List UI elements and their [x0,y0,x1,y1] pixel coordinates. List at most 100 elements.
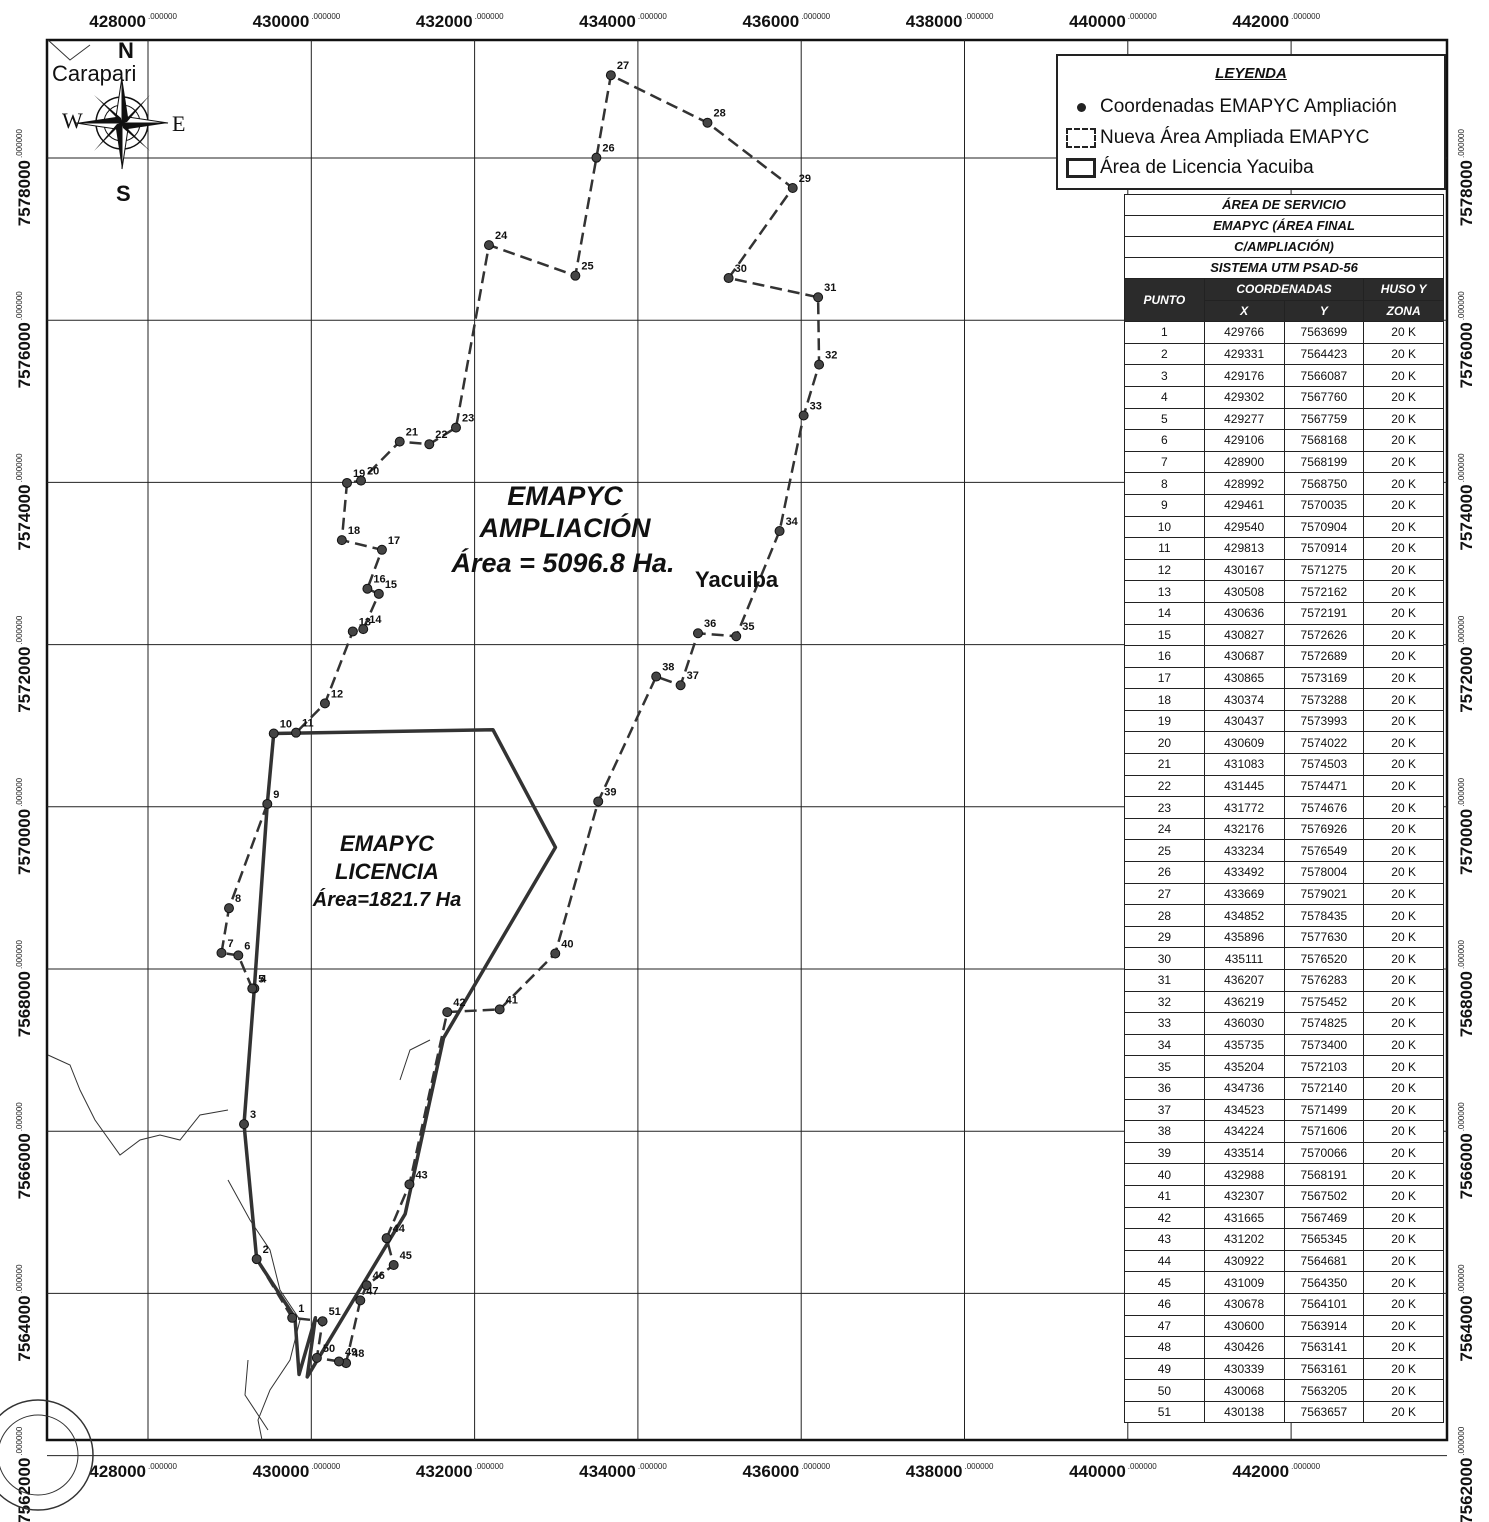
y-axis-suffix: .000000 [15,615,24,644]
cell-zona: 20 K [1363,774,1444,798]
coordinate-point [216,947,227,958]
coordinate-point [483,240,494,251]
cell-zona: 20 K [1363,1271,1444,1294]
coordinate-point [731,631,742,642]
cell-zona: 20 K [1363,493,1444,517]
y-axis-suffix: .000000 [1457,1264,1466,1293]
y-axis-suffix: .000000 [15,940,24,969]
x-axis-suffix: .000000 [801,1462,830,1471]
cell-x: 430827 [1203,623,1285,647]
y-axis-label-group: 7572000.000000 [1457,615,1476,713]
cell-y: 7574825 [1283,1012,1365,1035]
x-axis-label: 434000 [579,1462,636,1481]
coordinate-point [347,626,358,637]
point-label: 39 [604,786,616,798]
cell-y: 7563161 [1283,1357,1365,1381]
cell-x: 432307 [1203,1184,1285,1208]
x-axis-label: 438000 [906,12,963,31]
point-label: 34 [786,516,799,528]
cell-y: 7568199 [1283,450,1365,474]
cell-x: 431009 [1203,1271,1285,1294]
coordinate-point [233,950,244,961]
cell-x: 434736 [1203,1076,1285,1100]
cell-x: 434852 [1203,904,1285,927]
point-label: 31 [824,282,836,294]
cell-punto: 11 [1124,537,1205,560]
cell-punto: 19 [1124,709,1205,733]
river-path [399,1039,431,1081]
x-axis-label: 438000 [906,1462,963,1481]
place-carapari: Carapari [52,61,136,86]
cell-y: 7568750 [1283,472,1365,495]
coordinate-point [361,1280,372,1291]
x-axis-suffix: .000000 [311,1462,340,1471]
cell-punto: 13 [1124,580,1205,603]
point-label: 41 [506,994,518,1006]
cell-x: 430068 [1203,1379,1285,1402]
coordinate-point [494,1004,505,1015]
point-label: 36 [704,618,716,630]
cell-punto: 41 [1124,1184,1205,1208]
point-label: 12 [331,688,343,700]
cell-y: 7576549 [1283,839,1365,863]
cell-zona: 20 K [1363,817,1444,841]
x-axis-label: 436000 [742,12,799,31]
cell-zona: 20 K [1363,1076,1444,1100]
cell-x: 429540 [1203,515,1285,539]
cell-zona: 20 K [1363,623,1444,647]
cell-y: 7567760 [1283,385,1365,409]
cell-x: 429176 [1203,364,1285,387]
cell-zona: 20 K [1363,1120,1444,1143]
cell-y: 7563699 [1283,321,1365,344]
coordinate-point [394,436,405,447]
col-coordenadas: COORDENADAS [1203,278,1365,301]
cell-y: 7563141 [1283,1336,1365,1359]
cell-y: 7567759 [1283,407,1365,431]
col-zona: ZONA [1363,299,1444,323]
cell-x: 429813 [1203,537,1285,560]
point-label: 6 [244,940,250,952]
seal-stamp-icon [0,1399,94,1511]
cell-punto: 38 [1124,1120,1205,1143]
cell-punto: 51 [1124,1400,1205,1424]
cell-x: 430922 [1203,1249,1285,1273]
point-label: 46 [373,1270,385,1282]
y-axis-label: 7576000 [1457,322,1476,388]
rivers [47,39,431,1441]
y-axis-suffix: .000000 [1457,1102,1466,1131]
cell-y: 7565345 [1283,1228,1365,1251]
point-label: 49 [345,1346,357,1358]
y-axis-label-group: 7576000.000000 [1457,291,1476,389]
cell-zona: 20 K [1363,1141,1444,1165]
cell-x: 432988 [1203,1163,1285,1186]
cell-y: 7578004 [1283,861,1365,884]
y-axis-suffix: .000000 [15,777,24,806]
y-axis-label-group: 7576000.000000 [15,291,34,389]
coordinate-point [247,983,258,994]
cell-y: 7570066 [1283,1141,1365,1165]
point-label: 30 [735,263,747,275]
cell-zona: 20 K [1363,321,1444,344]
y-axis-label: 7578000 [15,160,34,226]
y-axis-label: 7564000 [1457,1295,1476,1361]
cell-punto: 14 [1124,601,1205,625]
y-axis-suffix: .000000 [15,1102,24,1131]
y-axis-label-group: 7570000.000000 [15,777,34,875]
cell-x: 430687 [1203,645,1285,668]
coordinate-point [570,270,581,281]
cell-punto: 29 [1124,925,1205,949]
cell-x: 430426 [1203,1336,1285,1359]
point-label: 15 [385,579,397,591]
cell-x: 430167 [1203,558,1285,582]
cell-y: 7572191 [1283,601,1365,625]
y-axis-label: 7568000 [15,971,34,1037]
coordinate-point [336,535,347,546]
